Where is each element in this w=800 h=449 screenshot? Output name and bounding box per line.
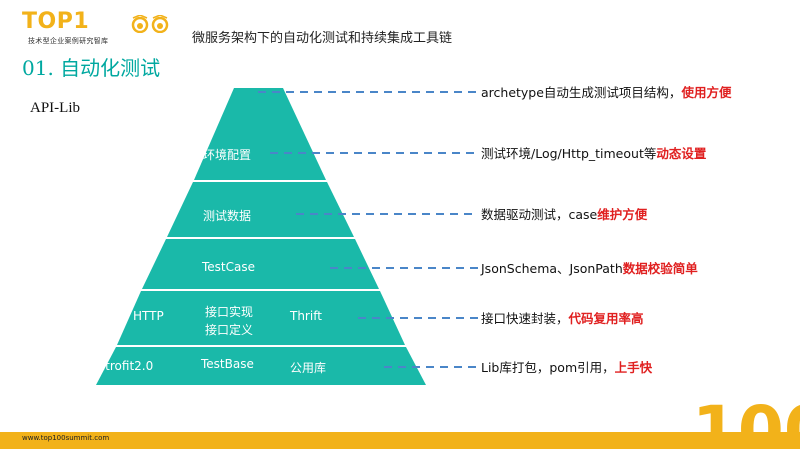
pyramid-label-env-config: 环境配置 [203, 148, 252, 162]
annotation-6: Lib库打包，pom引用，上手快 [481, 357, 652, 376]
pyramid-level-2 [167, 182, 354, 237]
pyramid-level-1 [194, 88, 326, 180]
pyramid-label-thrift: Thrift [290, 309, 322, 323]
pyramid-level-4 [117, 291, 405, 345]
annotation-6-highlight: 上手快 [614, 360, 653, 375]
annotation-1-highlight: 使用方便 [681, 85, 732, 100]
logo-subtitle: 技术型企业案例研究智库 [28, 37, 109, 45]
pyramid-label-http: HTTP [133, 309, 164, 323]
api-lib-label: API-Lib [30, 100, 80, 116]
footer-url: www.top100summit.com [22, 434, 110, 442]
slide-title: 微服务架构下的自动化测试和持续集成工具链 [192, 31, 453, 46]
annotation-5: 接口快速封装，代码复用率高 [481, 308, 644, 327]
annotation-4-highlight: 数据校验简单 [622, 261, 698, 276]
footer-bar [0, 432, 800, 449]
pyramid-label-test-data: 测试数据 [203, 209, 252, 223]
pyramid-label-interface-def: 接口定义 [205, 323, 254, 337]
logo-eyes-icon [131, 15, 169, 33]
pyramid-level-3 [142, 239, 379, 289]
pyramid-label-interface-impl: 接口实现 [205, 305, 254, 319]
annotation-2-text: 测试环境/Log/Http_timeout等 [481, 146, 657, 161]
footer-100-mark: 100 [692, 392, 800, 432]
pyramid-label-common-lib: 公用库 [290, 361, 327, 375]
section-title: 01. 自动化测试 [22, 56, 161, 80]
annotation-3-text: 数据驱动测试，case [481, 207, 598, 222]
annotation-4: JsonSchema、JsonPath数据校验简单 [481, 258, 698, 277]
pyramid-label-testcase: TestCase [202, 260, 255, 274]
annotation-5-text: 接口快速封装， [481, 311, 569, 326]
pyramid-label-testbase: TestBase [201, 357, 254, 371]
footer-100-text: 100 [692, 392, 800, 432]
annotation-5-highlight: 代码复用率高 [568, 311, 644, 326]
annotation-3: 数据驱动测试，case维护方便 [481, 204, 647, 223]
pyramid-label-retrofit: Retrofit2.0 [90, 359, 154, 373]
annotation-1-text: archetype自动生成测试项目结构， [481, 85, 682, 100]
annotation-1: archetype自动生成测试项目结构，使用方便 [481, 82, 731, 101]
top100-logo: TOP1 技术型企业案例研究智库 [22, 10, 182, 50]
logo-text: TOP1 [22, 9, 90, 34]
annotation-2-highlight: 动态设置 [656, 146, 707, 161]
annotation-3-highlight: 维护方便 [597, 207, 648, 222]
pyramid-level-5 [96, 347, 426, 385]
annotation-2: 测试环境/Log/Http_timeout等动态设置 [481, 143, 706, 162]
annotation-6-text: Lib库打包，pom引用， [481, 360, 615, 375]
annotation-4-text: JsonSchema、JsonPath [481, 261, 623, 276]
